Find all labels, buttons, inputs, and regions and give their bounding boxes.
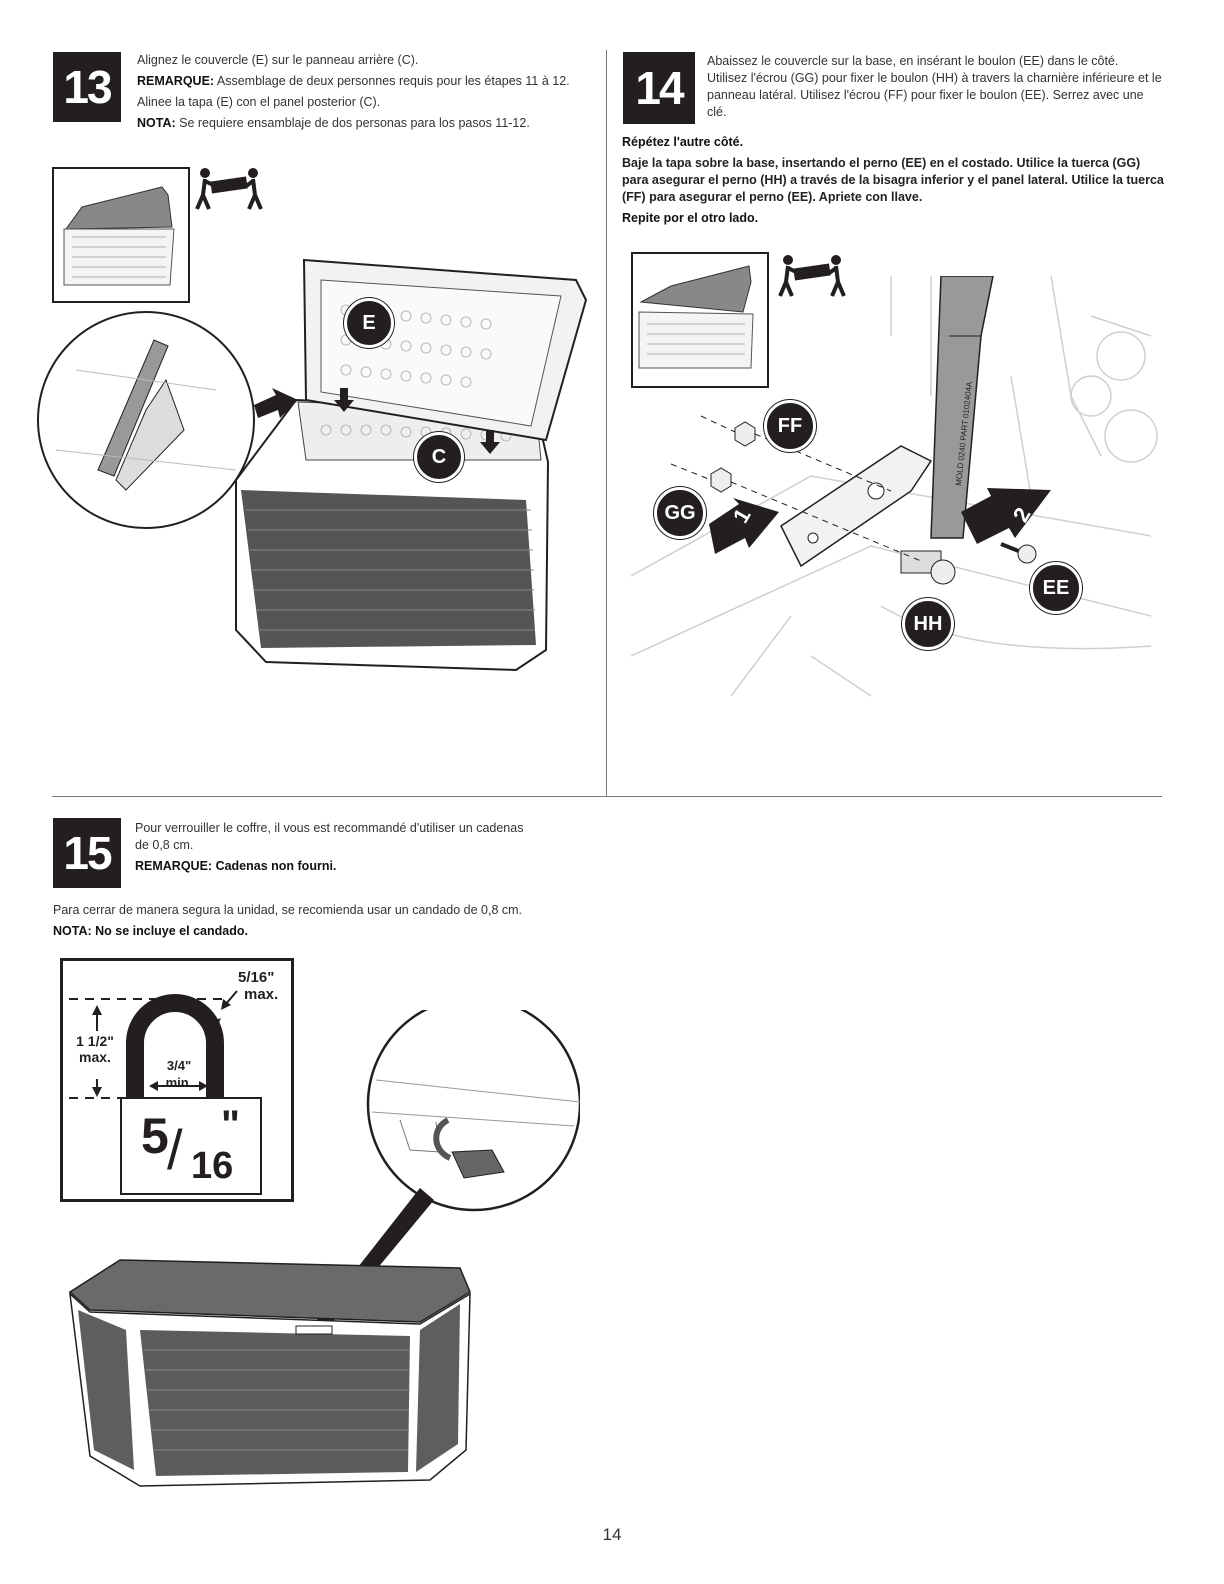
callout-GG: GG (654, 487, 706, 539)
step-15-fr-note-body: Cadenas non fourni. (212, 859, 337, 873)
step-15-fr-text: Pour verrouiller le coffre, il vous est … (135, 821, 524, 852)
step-15-number: 15 (53, 818, 121, 888)
step-15-fr-note-label: REMARQUE: (135, 859, 213, 873)
padlock-size-numerator: 5 (141, 1108, 169, 1164)
step-14-thumbnail (631, 252, 769, 388)
step-13-es-text: Alinee la tapa (E) con el panel posterio… (137, 95, 381, 109)
callout-E: E (344, 298, 394, 348)
two-person-icon-2 (778, 255, 846, 297)
step-13-fr-text: Alignez le couvercle (E) sur le panneau … (137, 53, 419, 67)
step-15-es-text: Para cerrar de manera segura la unidad, … (53, 903, 523, 917)
height-sub: max. (79, 1049, 111, 1065)
page-number: 14 (602, 1525, 622, 1544)
step-14-fr-repeat: Répétez l'autre côté. (622, 135, 744, 149)
step-14-es-text: Baje la tapa sobre la base, insertando e… (622, 156, 1164, 204)
padlock-size-denominator: 16 (191, 1145, 234, 1187)
step-14-es-repeat: Repite por el otro lado. (622, 211, 759, 225)
step-15-fr-block: Pour verrouiller le coffre, il vous est … (135, 820, 535, 879)
height-value: 1 1/2" (76, 1033, 114, 1049)
step-13-fr-note: REMARQUE: Assemblage de deux personnes r… (137, 73, 607, 90)
callout-HH: HH (902, 598, 954, 650)
step-15-es-note-body: No se incluye el candado. (91, 924, 248, 938)
padlock-shackle-icon (69, 990, 262, 1195)
step-14-illustration: MOLD 0240 PART 0102404A (631, 276, 1158, 697)
callout-EE: EE (1030, 562, 1082, 614)
step-14-rest-block: Répétez l'autre côté. Baje la tapa sobre… (622, 134, 1168, 231)
section-divider (52, 796, 1162, 797)
step-13-fr-note-label: REMARQUE: (137, 74, 215, 88)
step-15-illustration (68, 1010, 580, 1487)
step-15-es-block: Para cerrar de manera segura la unidad, … (53, 902, 573, 944)
callout-C: C (414, 432, 464, 482)
width-sub: min. (165, 1075, 193, 1090)
step-14-fr-text: Abaissez le couvercle sur la base, en in… (707, 54, 1162, 119)
step-15-fr-note: REMARQUE: Cadenas non fourni. (135, 858, 535, 875)
step-13-text: Alignez le couvercle (E) sur le panneau … (137, 52, 607, 136)
step-13-es-note-label: NOTA: (137, 116, 176, 130)
padlock-size-slash: / (167, 1118, 183, 1181)
step-14-number: 14 (623, 52, 695, 124)
shackle-thickness-sub: max. (244, 986, 279, 1003)
padlock-diagram: 5/16" max. 1 1/2" max. 3/4" min. 5 / 16 … (60, 958, 294, 1202)
callout-FF: FF (764, 400, 816, 452)
padlock-size-label: 5 / 16 " (137, 1103, 257, 1193)
step-15-es-note: NOTA: No se incluye el candado. (53, 923, 573, 940)
step-13-number: 13 (53, 52, 121, 122)
column-divider (606, 50, 607, 796)
step-13-illustration (37, 258, 588, 672)
step-13-thumbnail (52, 167, 190, 303)
width-label: 3/4" min. (159, 1058, 199, 1090)
shackle-thickness-value: 5/16" (238, 969, 275, 986)
padlock-size-unit: " (221, 1103, 240, 1147)
height-label: 1 1/2" max. (69, 1033, 121, 1065)
step-14-fr-block: Abaissez le couvercle sur la base, en in… (707, 53, 1162, 125)
step-13-es-note-body: Se requiere ensamblaje de dos personas p… (175, 116, 530, 130)
step-15-es-note-label: NOTA: (53, 924, 92, 938)
step-13-fr-note-body: Assemblage de deux personnes requis pour… (214, 74, 570, 88)
step-13-es-note: NOTA: Se requiere ensamblaje de dos pers… (137, 115, 607, 132)
width-value: 3/4" (166, 1058, 192, 1073)
two-person-icon (195, 168, 263, 210)
shackle-thickness-label: 5/16" max. (238, 969, 278, 1003)
